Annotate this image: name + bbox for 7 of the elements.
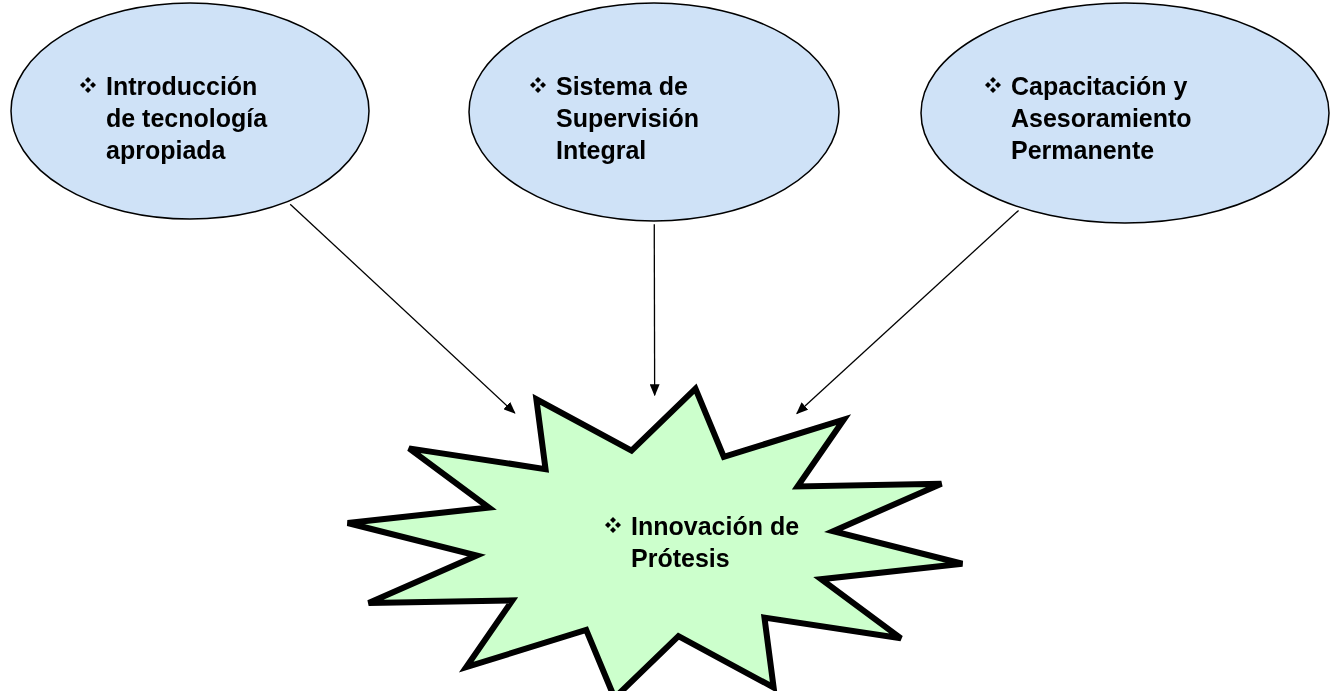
arrow [649, 223, 660, 397]
arrow [796, 209, 1020, 415]
node-label: Sistema de Supervisión Integral [556, 71, 701, 166]
node-label: Introducción de tecnología apropiada [106, 71, 269, 166]
node-label: Capacitación y Asesoramiento Permanente [1011, 71, 1193, 166]
node-label: Innovación de Prótesis [631, 511, 801, 574]
arrow [289, 203, 516, 414]
